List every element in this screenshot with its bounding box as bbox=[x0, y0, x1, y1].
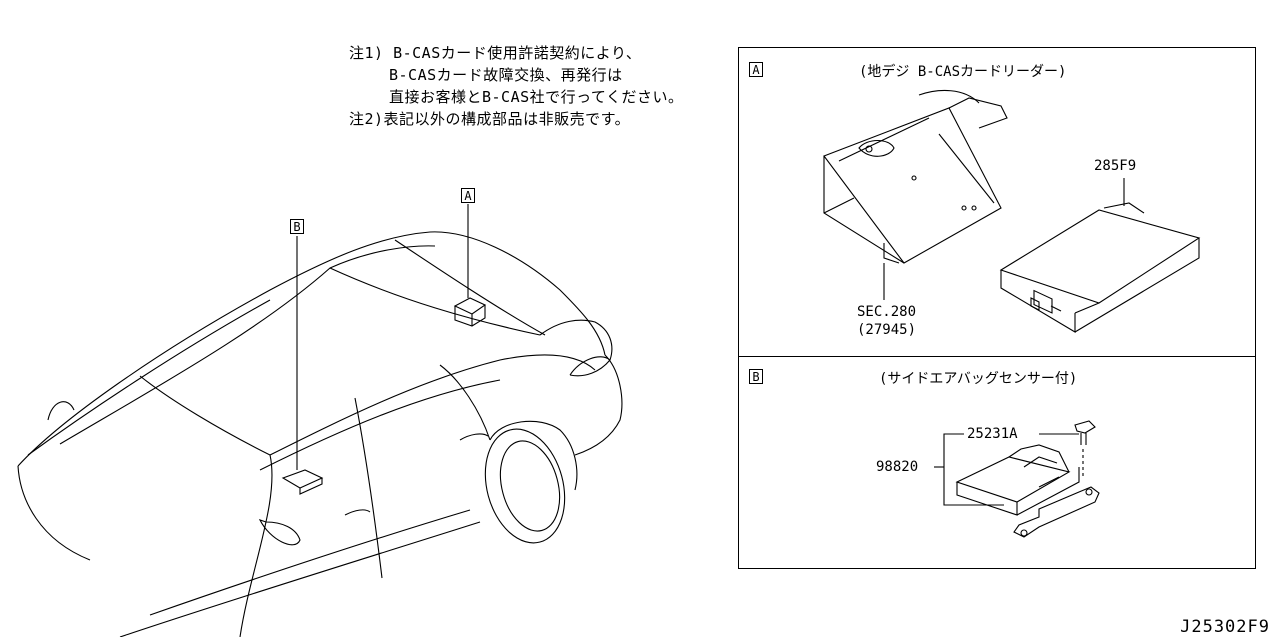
part-label-285f9: 285F9 bbox=[1094, 158, 1137, 174]
panel-a-caption: (地デジ B-CASカードリーダー) bbox=[859, 64, 1067, 80]
panel-a-letter: A bbox=[749, 62, 763, 77]
car-illustration bbox=[17, 204, 623, 637]
bcas-reader-illustration bbox=[823, 89, 1201, 333]
panel-b-letter: B bbox=[749, 369, 763, 384]
callout-b-marker: B bbox=[290, 219, 304, 234]
airbag-sensor-illustration bbox=[934, 420, 1100, 538]
note-1-line-3: 直接お客様とB-CAS社で行ってください。 bbox=[389, 88, 684, 106]
panel-b: B (サイドエアバッグセンサー付) 25231A 98820 bbox=[738, 356, 1256, 569]
part-label-98820: 98820 bbox=[876, 459, 919, 475]
part-label-sec-280: SEC.280 bbox=[857, 304, 917, 320]
note-1-line-2: B-CASカード故障交換、再発行は bbox=[389, 66, 623, 84]
note-2: 注2)表記以外の構成部品は非販売です。 bbox=[349, 110, 631, 128]
note-1-line-1: 注1) B-CASカード使用許諾契約により、 bbox=[349, 44, 642, 62]
panel-a: A (地デジ B-CASカードリーダー) 285F9 SEC.280 (2794… bbox=[738, 47, 1256, 357]
callout-a-marker: A bbox=[461, 188, 475, 203]
part-label-sec-sub: (27945) bbox=[857, 322, 917, 338]
diagram-id: J25302F9 bbox=[1180, 617, 1270, 637]
panel-b-caption: (サイドエアバッグセンサー付) bbox=[879, 371, 1078, 387]
part-label-25231a: 25231A bbox=[967, 426, 1018, 442]
